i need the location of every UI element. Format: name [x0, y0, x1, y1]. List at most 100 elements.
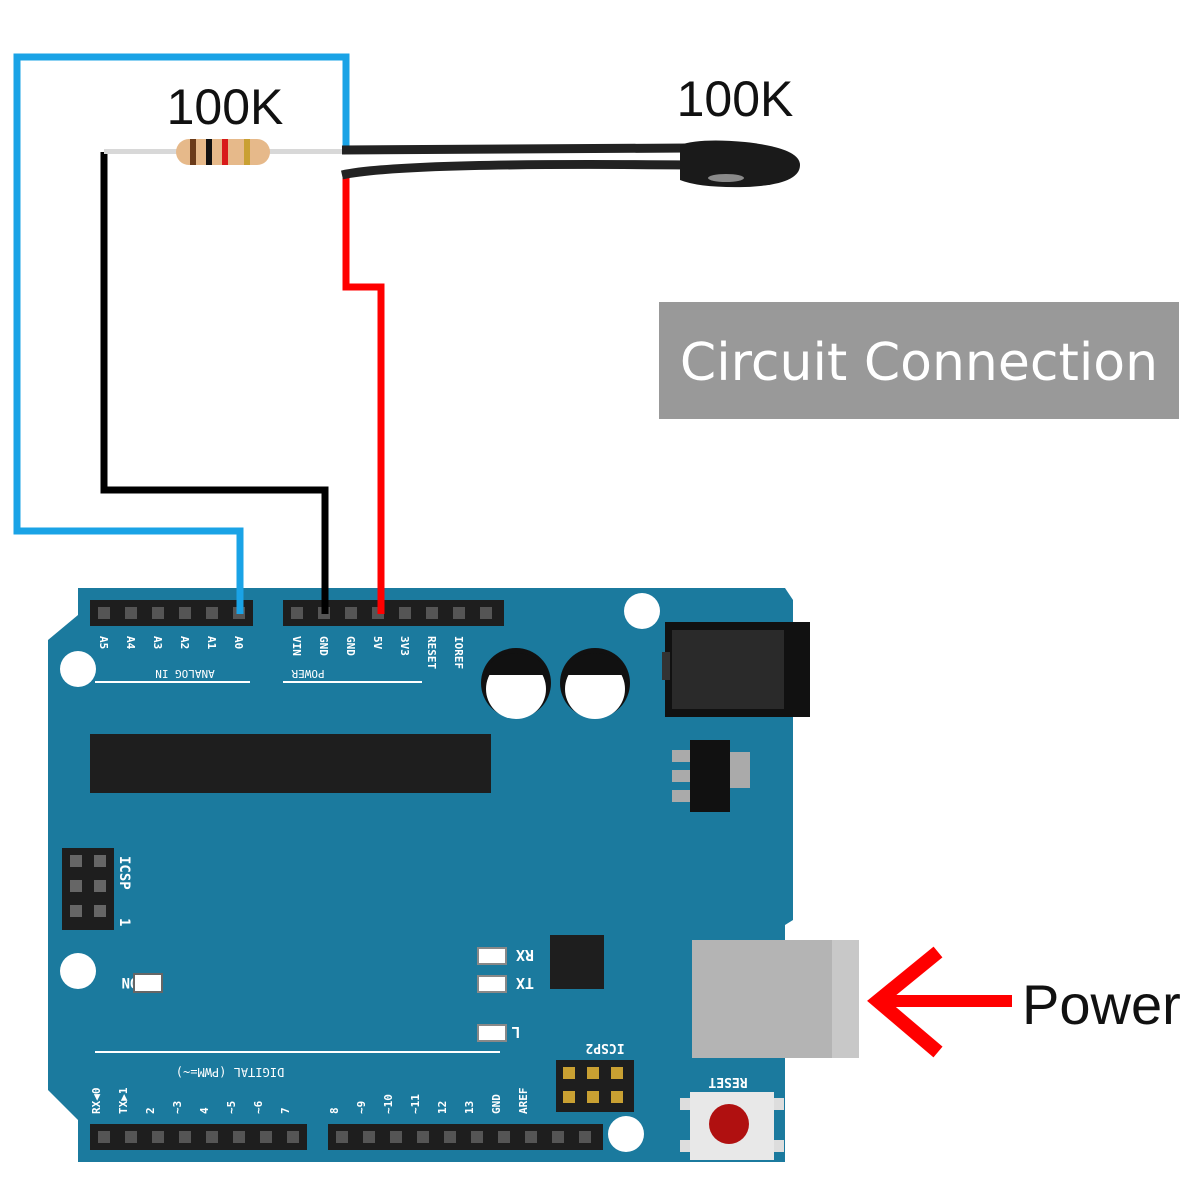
- title-box: Circuit Connection: [659, 302, 1179, 419]
- header-socket: [471, 1131, 483, 1143]
- l-led: [477, 1024, 507, 1042]
- resistor-band: [244, 139, 250, 165]
- header-socket: [363, 1131, 375, 1143]
- power-header: [283, 600, 504, 626]
- digital-section-label: DIGITAL (PWM=~): [176, 1065, 284, 1079]
- analog-pin-label: A0: [232, 636, 245, 649]
- resistor-band: [190, 139, 196, 165]
- header-socket: [206, 607, 218, 619]
- header-socket: [152, 1131, 164, 1143]
- icsp-header: [62, 848, 114, 930]
- icsp2-pin: [611, 1091, 623, 1103]
- header-socket: [345, 607, 357, 619]
- rx-label: RX: [516, 946, 534, 964]
- mounting-hole: [608, 1116, 644, 1152]
- rx-led: [477, 947, 507, 965]
- icsp-pin: [70, 905, 82, 917]
- dc-power-jack: [662, 622, 810, 717]
- header-socket: [125, 607, 137, 619]
- analog-pin-label: A5: [97, 636, 110, 649]
- l-label: L: [511, 1023, 520, 1041]
- board-pcb: [48, 588, 793, 1162]
- analog-pin-label: A4: [124, 636, 137, 650]
- analog-pin-label: A3: [151, 636, 164, 649]
- digital-pin-label: ~9: [355, 1101, 368, 1114]
- resistor: [104, 139, 348, 165]
- digital-pin-label: ~10: [382, 1094, 395, 1114]
- resistor-label: 100K: [167, 79, 284, 135]
- header-socket: [498, 1131, 510, 1143]
- analog-header: [90, 600, 253, 626]
- diagram-title: Circuit Connection: [680, 333, 1158, 393]
- icsp-pin: [70, 880, 82, 892]
- thermistor-label: 100K: [677, 71, 794, 127]
- resistor-band: [206, 139, 212, 165]
- usb-controller-chip: [550, 935, 604, 989]
- digital-pin-label: TX▶1: [117, 1087, 130, 1114]
- icsp2-pin: [587, 1091, 599, 1103]
- mounting-hole: [624, 593, 660, 629]
- power-section-label: POWER: [291, 667, 324, 680]
- digital-pin-label: ~6: [252, 1100, 265, 1114]
- icsp-pin: [94, 905, 106, 917]
- digital-pin-label: 8: [328, 1107, 341, 1114]
- icsp-label: ICSP: [116, 856, 132, 890]
- power-pin-label: GND: [344, 636, 357, 656]
- digital-pin-label: ~3: [171, 1101, 184, 1114]
- thermistor-lead: [341, 159, 691, 180]
- capacitor: [481, 648, 551, 719]
- thermistor-lead: [341, 143, 691, 155]
- header-socket: [291, 607, 303, 619]
- power-arrow: [867, 946, 1012, 1058]
- resistor-lead: [266, 149, 348, 154]
- icsp2-pin: [611, 1067, 623, 1079]
- digital-pin-label: 7: [279, 1107, 292, 1114]
- icsp2-pin: [563, 1067, 575, 1079]
- power-pin-label: 5V: [371, 636, 384, 650]
- header-socket: [390, 1131, 402, 1143]
- header-socket: [179, 607, 191, 619]
- header-socket: [444, 1131, 456, 1143]
- header-socket: [233, 1131, 245, 1143]
- digital-pin-label: AREF: [517, 1088, 530, 1115]
- header-socket: [98, 607, 110, 619]
- power-pin-label: VIN: [290, 636, 303, 656]
- icsp2-pin: [563, 1091, 575, 1103]
- header-socket: [480, 607, 492, 619]
- power-wire-5v: [342, 178, 385, 614]
- header-socket: [125, 1131, 137, 1143]
- power-pin-label: 3V3: [398, 636, 411, 656]
- ground-wire: [100, 152, 329, 614]
- header-socket: [260, 1131, 272, 1143]
- power-pin-label: RESET: [425, 636, 438, 669]
- icsp2-pin: [587, 1067, 599, 1079]
- icsp2-header: [556, 1060, 634, 1112]
- header-socket: [552, 1131, 564, 1143]
- digital-pin-label: GND: [490, 1094, 503, 1114]
- icsp-pin: [70, 855, 82, 867]
- power-pin-label: GND: [317, 636, 330, 656]
- header-socket: [417, 1131, 429, 1143]
- digital-pin-label: 12: [436, 1101, 449, 1114]
- signal-wire-a0: [13, 53, 350, 614]
- microcontroller-chip: [90, 734, 491, 793]
- reset-label: RESET: [708, 1074, 747, 1089]
- header-socket: [399, 607, 411, 619]
- on-led: [133, 973, 163, 993]
- digital-pin-label: 4: [198, 1107, 211, 1114]
- resistor-lead: [104, 149, 178, 154]
- analog-pin-label: A2: [178, 636, 191, 649]
- digital-pin-label: ~11: [409, 1094, 422, 1114]
- digital-pin-label: RX◀0: [90, 1088, 103, 1115]
- thermistor-bead: [680, 140, 800, 188]
- icsp-pin1-label: 1: [116, 918, 132, 926]
- reset-button: [680, 1092, 784, 1160]
- mounting-hole: [60, 953, 96, 989]
- digital-pin-label: 13: [463, 1101, 476, 1114]
- header-socket: [453, 607, 465, 619]
- power-pin-label: IOREF: [452, 636, 465, 669]
- digital-pin-label: 2: [144, 1107, 157, 1114]
- voltage-regulator: [672, 740, 750, 812]
- capacitor: [560, 648, 630, 719]
